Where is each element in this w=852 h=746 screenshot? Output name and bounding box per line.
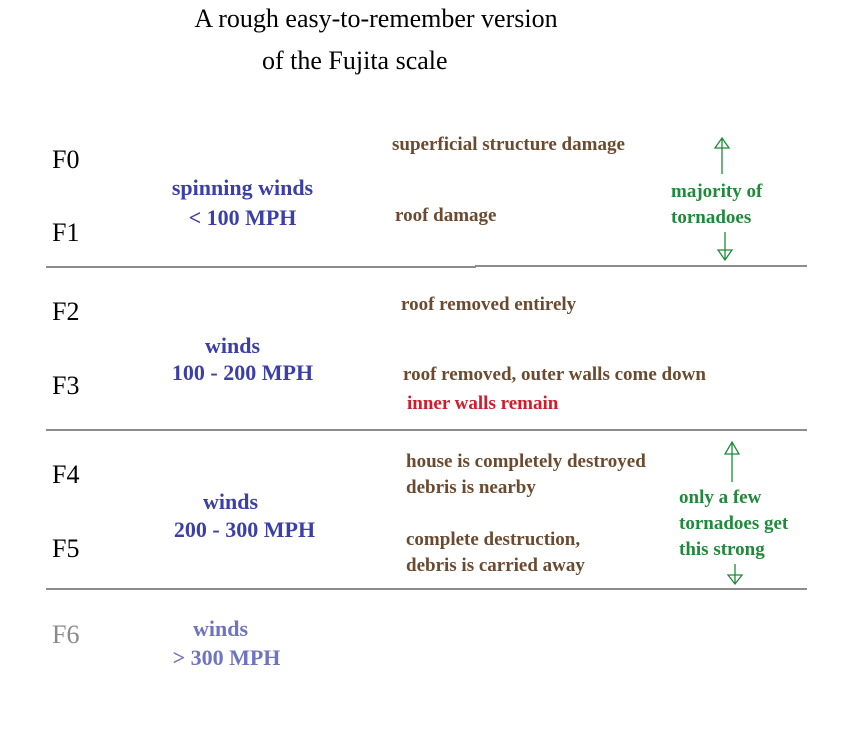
level-f5: F5 — [52, 534, 80, 563]
damage-f3-line-2: inner walls remain — [407, 393, 559, 414]
winds-group-3-line-1: winds — [202, 489, 259, 514]
winds-group-2-line-1: winds — [204, 333, 261, 358]
title-line-2-text: of the Fujita scale — [262, 46, 448, 75]
damage-f2: roof removed entirely — [401, 294, 577, 315]
winds-group-1-line-1: spinning winds — [171, 175, 314, 200]
level-f1: F1 — [52, 218, 80, 247]
divider-1-left — [46, 266, 476, 268]
level-f3: F3 — [52, 371, 80, 400]
damage-f4-line-1: house is completely destroyed — [406, 451, 646, 472]
level-f0: F0 — [52, 145, 80, 174]
arrow-up-icon — [723, 440, 741, 482]
damage-f0: superficial structure damage — [392, 134, 625, 155]
winds-group-3-line-2: 200 - 300 MPH — [173, 517, 316, 542]
arrow-down-icon — [716, 232, 734, 262]
damage-f5-line-2: debris is carried away — [406, 555, 585, 576]
winds-group-1-line-2: < 100 MPH — [188, 205, 297, 230]
damage-f5-line-1: complete destruction, — [406, 529, 581, 550]
damage-f4-line-2: debris is nearby — [406, 477, 536, 498]
divider-2 — [46, 429, 807, 431]
level-f2: F2 — [52, 297, 80, 326]
note-few-line-2: tornadoes get — [679, 513, 789, 534]
winds-group-4-line-2: > 300 MPH — [172, 645, 281, 670]
damage-f1: roof damage — [395, 205, 497, 226]
note-few-line-3: this strong — [679, 539, 765, 560]
winds-group-4-line-1: winds — [192, 616, 249, 641]
arrow-up-icon — [713, 136, 731, 174]
divider-3 — [46, 588, 807, 590]
winds-group-2-line-2: 100 - 200 MPH — [171, 360, 314, 385]
note-few-line-1: only a few — [679, 487, 762, 508]
note-majority-line-2: tornadoes — [671, 207, 752, 228]
note-majority-line-1: majority of — [671, 181, 763, 202]
arrow-down-icon — [726, 564, 744, 586]
title-line-1: A rough easy-to-remember version — [194, 4, 558, 33]
level-f4: F4 — [52, 460, 80, 489]
divider-1-right — [475, 265, 807, 267]
level-f6: F6 — [52, 620, 80, 649]
damage-f3-line-1: roof removed, outer walls come down — [403, 364, 706, 385]
